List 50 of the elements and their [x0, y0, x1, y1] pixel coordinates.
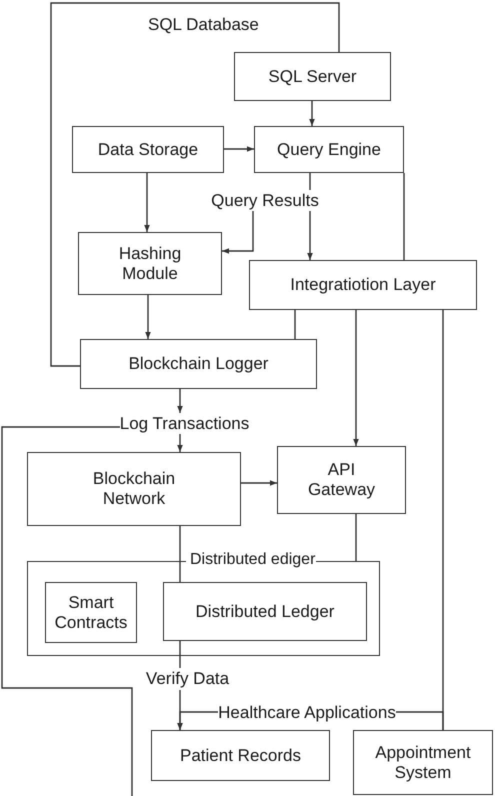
connector-line	[179, 526, 181, 582]
process-box	[80, 339, 317, 389]
flow-label: Verify Data	[146, 669, 230, 689]
group-title: Distributed ediger	[189, 550, 316, 570]
process-box	[277, 446, 406, 514]
process-box	[151, 730, 330, 781]
connector-line	[309, 173, 311, 190]
connector-line	[396, 711, 444, 730]
arrow	[353, 310, 359, 446]
box-label: Appointment System	[374, 742, 472, 782]
box-label: Integratiotion Layer	[290, 275, 436, 295]
box-label: SQL Server	[268, 66, 357, 86]
process-box	[254, 126, 404, 173]
arrow	[177, 389, 183, 413]
arrow	[241, 480, 277, 486]
container-title: SQL Database	[148, 15, 259, 35]
arrow	[177, 711, 218, 730]
connector-line	[355, 514, 357, 561]
arrow	[307, 211, 313, 260]
connector-line	[50, 2, 340, 367]
box-label: API Gateway	[306, 460, 376, 500]
box-label: Patient Records	[180, 746, 301, 766]
process-box	[72, 126, 224, 173]
box-label: Distributed Ledger	[196, 602, 334, 622]
process-box	[234, 52, 391, 101]
process-box	[45, 582, 137, 643]
arrow	[309, 101, 315, 126]
box-label: Hashing Module	[118, 244, 182, 284]
box-label: Smart Contracts	[54, 592, 128, 632]
arrow	[177, 434, 183, 452]
flow-label: Healthcare Applications	[218, 702, 396, 722]
process-box	[27, 452, 241, 526]
process-box	[249, 260, 477, 310]
box-label: Blockchain Network	[92, 469, 176, 509]
process-box	[163, 582, 367, 641]
connector-line	[179, 641, 181, 668]
flow-label: Query Results	[211, 190, 319, 210]
process-box	[353, 730, 493, 795]
flow-label: Log Transactions	[120, 414, 250, 434]
arrow	[144, 173, 150, 232]
arrow	[145, 295, 151, 339]
connector-line	[1, 426, 133, 796]
arrow	[224, 146, 254, 152]
box-label: Query Engine	[277, 140, 381, 160]
connector-line	[403, 173, 405, 260]
process-box	[78, 232, 222, 295]
arrow	[222, 211, 254, 254]
connector-line	[294, 310, 296, 339]
box-label: Blockchain Logger	[128, 354, 268, 374]
box-label: Data Storage	[98, 140, 198, 160]
